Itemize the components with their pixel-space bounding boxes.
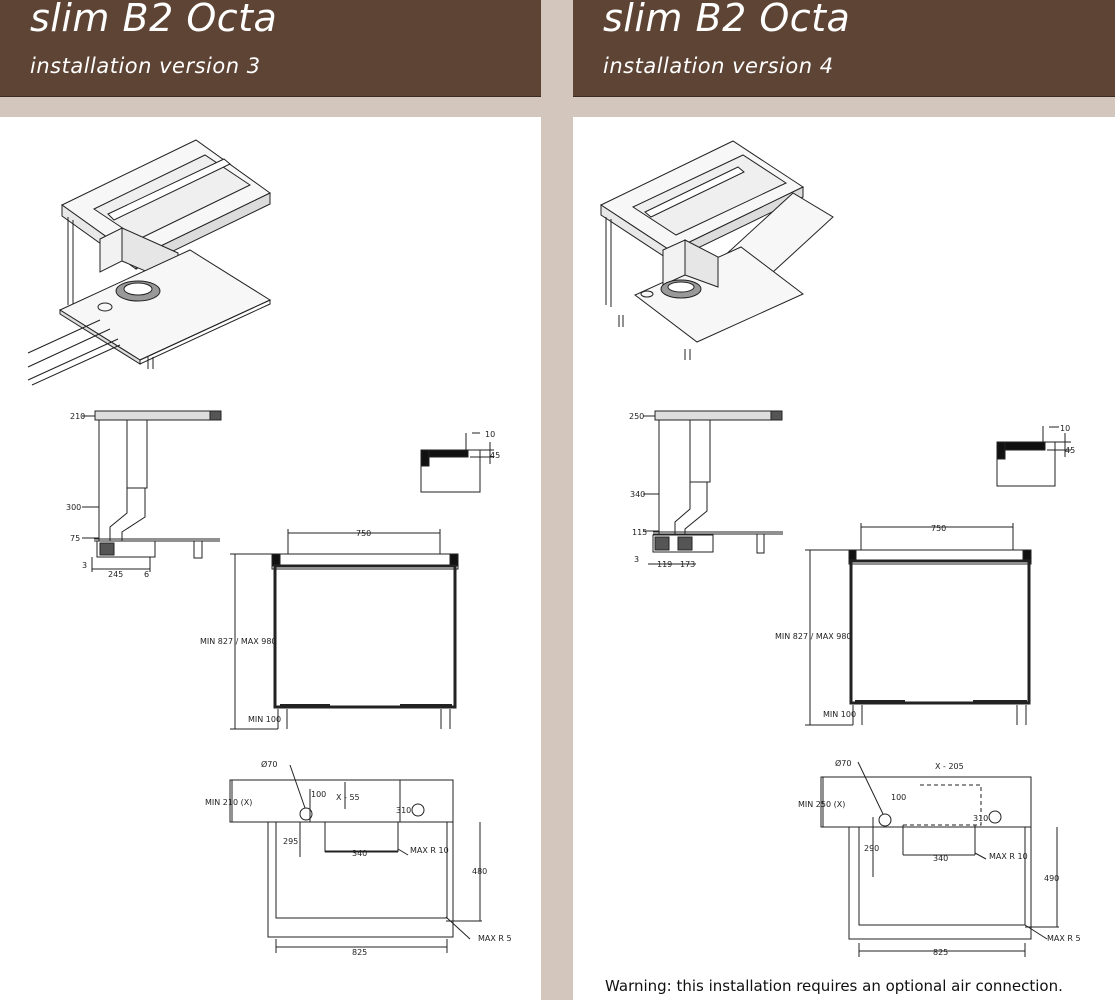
front-view-drawing xyxy=(805,523,1032,726)
dim-plan-310: 310 xyxy=(973,814,988,823)
dim-detail-45: 45 xyxy=(1065,446,1075,455)
isometric-illustration xyxy=(599,140,834,360)
edge-detail-drawing xyxy=(420,432,494,493)
dim-plan-diameter: Ø70 xyxy=(835,758,851,768)
dim-plan-490: 490 xyxy=(1044,874,1059,883)
dim-front-width: 750 xyxy=(931,524,946,533)
dim-plan-max-r5: MAX R 5 xyxy=(478,934,512,943)
header-left: slim B2 Octa installation version 3 xyxy=(0,0,541,97)
technical-drawings-left: 210 300 75 3 245 6 10 45 750 MIN 827 / M… xyxy=(27,139,512,957)
dim-plan-x-minus: X - 55 xyxy=(336,793,360,802)
dim-plan-100: 100 xyxy=(311,790,326,799)
dim-side-low: 75 xyxy=(70,534,80,543)
dim-plan-min-x: MIN 250 (X) xyxy=(798,800,845,809)
dim-detail-10: 10 xyxy=(485,430,495,439)
dim-front-width: 750 xyxy=(356,529,371,538)
dim-front-min-gap: MIN 100 xyxy=(823,710,856,719)
dim-plan-diameter: Ø70 xyxy=(261,759,277,769)
air-connection-warning: Warning: this installation requires an o… xyxy=(605,977,1063,995)
drawing-panel-right: 250 340 115 3 119 173 10 45 750 MIN 827 … xyxy=(573,117,1115,1000)
dim-plan-290: 290 xyxy=(864,844,879,853)
dim-plan-max-r10: MAX R 10 xyxy=(989,852,1028,861)
dim-side-119: 119 xyxy=(657,560,672,569)
drawing-panel-left: 210 300 75 3 245 6 10 45 750 MIN 827 / M… xyxy=(0,117,541,1000)
dim-front-min-gap: MIN 100 xyxy=(248,715,281,724)
isometric-illustration xyxy=(27,139,272,386)
dim-plan-max-r10: MAX R 10 xyxy=(410,846,449,855)
dim-side-low: 115 xyxy=(632,528,647,537)
dim-plan-825: 825 xyxy=(352,948,367,957)
dim-side-mid: 340 xyxy=(630,490,645,499)
product-title: slim B2 Octa xyxy=(603,0,851,40)
side-view-drawing xyxy=(82,410,222,572)
dim-plan-480: 480 xyxy=(472,867,487,876)
dim-side-173: 173 xyxy=(680,560,695,569)
dim-side-mid: 300 xyxy=(66,503,81,512)
plan-view-drawing xyxy=(229,764,482,953)
dim-front-height: MIN 827 / MAX 980 xyxy=(775,632,852,641)
dim-plan-295: 295 xyxy=(283,837,298,846)
dim-plan-max-r5: MAX R 5 xyxy=(1047,934,1081,943)
dim-plan-min-x: MIN 210 (X) xyxy=(205,798,252,807)
dim-detail-10: 10 xyxy=(1060,424,1070,433)
dim-side-3: 3 xyxy=(634,555,639,564)
front-view-drawing xyxy=(230,529,459,730)
dim-side-top: 250 xyxy=(629,412,644,421)
dim-side-top: 210 xyxy=(70,412,85,421)
dim-plan-340: 340 xyxy=(352,849,367,858)
technical-drawings-right: 250 340 115 3 119 173 10 45 750 MIN 827 … xyxy=(599,140,1081,957)
dim-side-245: 245 xyxy=(108,570,123,579)
dim-plan-x-minus: X - 205 xyxy=(935,762,964,771)
dim-plan-825: 825 xyxy=(933,948,948,957)
plan-view-drawing xyxy=(820,761,1059,957)
installation-version-subtitle: installation version 4 xyxy=(603,54,834,78)
edge-detail-drawing xyxy=(996,426,1071,487)
dim-plan-340: 340 xyxy=(933,854,948,863)
installation-version-subtitle: installation version 3 xyxy=(30,54,261,78)
side-view-drawing xyxy=(643,410,783,565)
dim-side-3: 3 xyxy=(82,561,87,570)
dim-plan-310: 310 xyxy=(396,806,411,815)
dim-side-6: 6 xyxy=(144,570,149,579)
product-title: slim B2 Octa xyxy=(30,0,278,40)
header-right: slim B2 Octa installation version 4 xyxy=(573,0,1115,97)
dim-detail-45: 45 xyxy=(490,451,500,460)
dim-plan-100: 100 xyxy=(891,793,906,802)
dim-front-height: MIN 827 / MAX 980 xyxy=(200,637,277,646)
